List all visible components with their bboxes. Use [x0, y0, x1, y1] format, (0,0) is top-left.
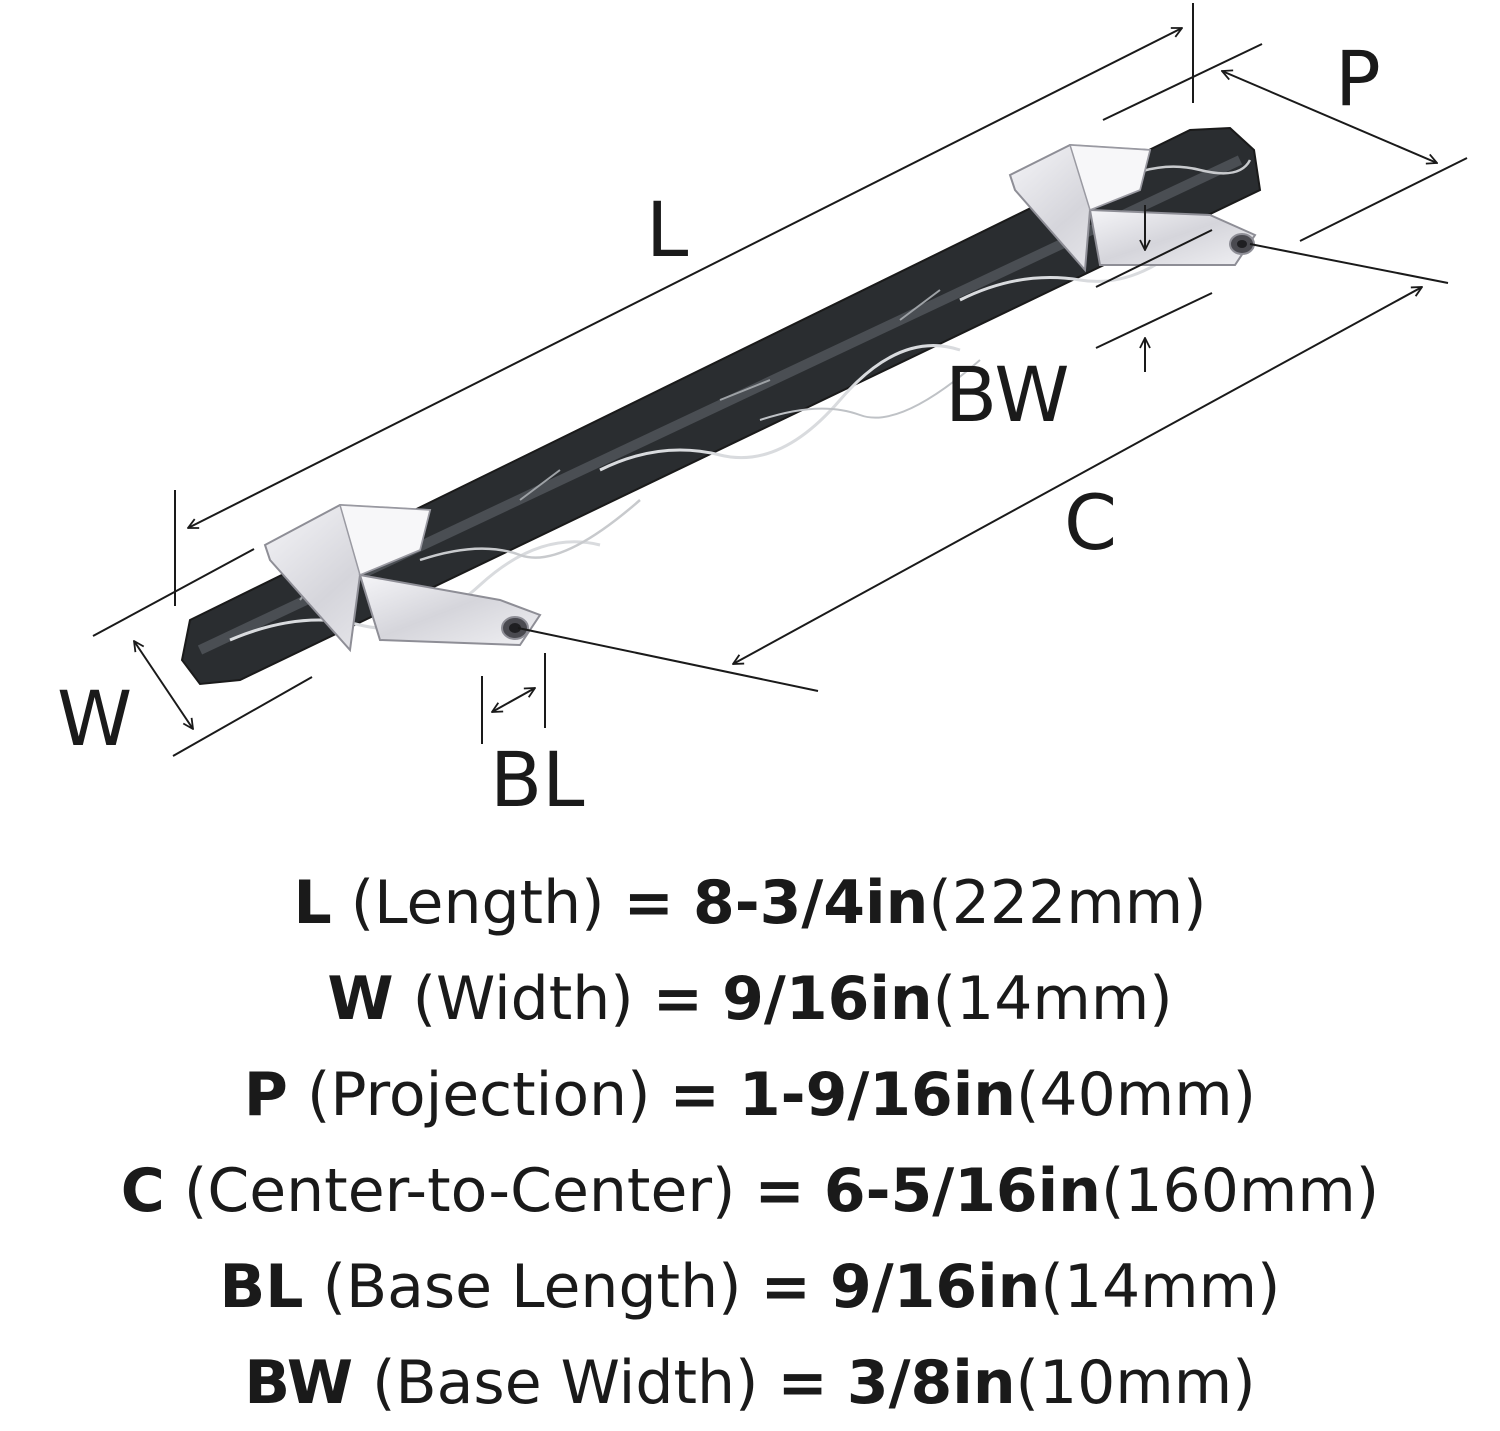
- spec-row-base-length: BL (Base Length) = 9/16in(14mm): [219, 1252, 1281, 1322]
- spec-row-length: L (Length) = 8-3/4in(222mm): [293, 868, 1207, 938]
- width-arrow: [134, 641, 193, 729]
- base-width-ext-bottom: [1095, 292, 1213, 349]
- label-base-width: BW: [945, 350, 1070, 439]
- projection-ext-top: [1102, 43, 1263, 121]
- label-projection: P: [1335, 34, 1381, 123]
- label-length: L: [646, 185, 688, 274]
- center-leader-left: [517, 627, 819, 692]
- label-base-length: BL: [490, 735, 584, 824]
- length-arrow: [188, 28, 1182, 528]
- base-width-ext-top: [1095, 229, 1213, 288]
- base-length-arrow: [492, 688, 535, 712]
- center-leader-right: [1249, 243, 1449, 284]
- left-base-post: [263, 503, 542, 653]
- label-width: W: [57, 674, 132, 763]
- handle-dimension-diagram: L P BW C W BL: [57, 3, 1468, 824]
- spec-row-center: C (Center-to-Center) = 6-5/16in(160mm): [120, 1156, 1380, 1226]
- center-arrow: [733, 287, 1422, 664]
- width-ext-top: [92, 548, 255, 637]
- dimension-lines: [92, 3, 1468, 757]
- projection-arrow: [1222, 71, 1437, 163]
- spec-list: L (Length) = 8-3/4in(222mm) W (Width) = …: [0, 855, 1500, 1431]
- label-center: C: [1064, 478, 1117, 567]
- projection-ext-bottom: [1299, 157, 1468, 242]
- spec-row-width: W (Width) = 9/16in(14mm): [327, 964, 1173, 1034]
- spec-row-base-width: BW (Base Width) = 3/8in(10mm): [244, 1348, 1256, 1418]
- spec-row-projection: P (Projection) = 1-9/16in(40mm): [243, 1060, 1257, 1130]
- width-ext-bottom: [172, 676, 313, 757]
